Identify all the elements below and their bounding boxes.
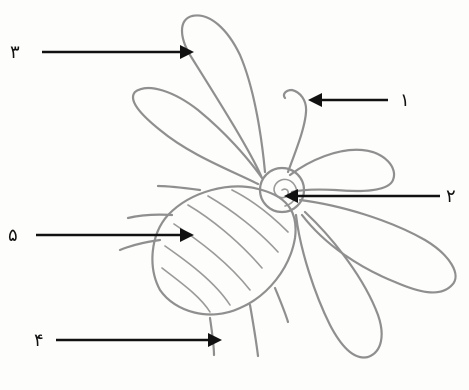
leg xyxy=(250,305,258,356)
right-lower-wing xyxy=(300,200,456,292)
arrowhead-2 xyxy=(284,189,298,203)
arrowhead-1 xyxy=(308,93,322,107)
bottom-wing xyxy=(296,212,382,357)
label-4: ۴ xyxy=(34,330,44,351)
label-3: ۳ xyxy=(10,42,20,63)
stripe xyxy=(208,196,278,252)
label-1: ۱ xyxy=(400,90,410,111)
leg xyxy=(275,288,288,322)
stripe xyxy=(188,205,262,268)
antenna xyxy=(284,90,306,172)
leg xyxy=(158,186,200,190)
lower-left-wing xyxy=(133,88,262,184)
arrowhead-4 xyxy=(208,333,222,347)
label-5: ۵ xyxy=(8,225,18,246)
label-2: ۲ xyxy=(446,186,456,207)
right-upper-wing xyxy=(290,150,394,192)
arrowhead-5 xyxy=(180,228,194,242)
